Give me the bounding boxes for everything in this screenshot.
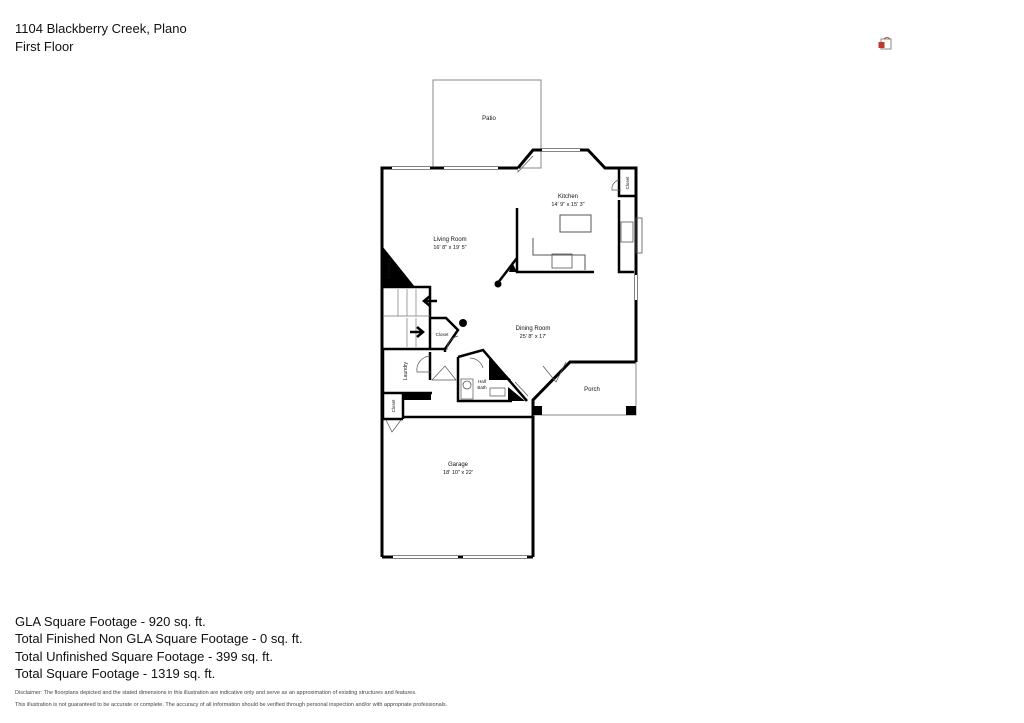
kitchen-island [559,214,592,233]
half-bath-label-2: Bath [477,385,487,390]
laundry-label: Laundry [403,361,409,380]
porch-outline [533,361,637,416]
closet-label: Closet [436,332,450,337]
disclaimer-line-1: Disclaimer: The floorplans depicted and … [15,690,417,696]
patio-label: Patio [482,116,496,122]
unfinished-footage: Total Unfinished Square Footage - 399 sq… [15,649,273,664]
kitchen-label: Kitchen [558,194,578,200]
property-address: 1104 Blackberry Creek, Plano [15,21,187,36]
half-bath-walls [456,348,528,403]
fireplace-label: Fireplace [387,258,393,279]
non-gla-footage: Total Finished Non GLA Square Footage - … [15,631,303,646]
garage-label: Garage [448,462,469,468]
gla-footage: GLA Square Footage - 920 sq. ft. [15,614,206,629]
kitchen-closet-label: Closet [625,176,630,190]
garage-dims: 18' 10" x 22' [443,470,473,476]
floorplan-logo-icon [878,37,892,50]
floor-label: First Floor [15,39,74,54]
living-room-label: Living Room [433,237,466,243]
dining-room-dims: 25' 8" x 17' [520,334,547,340]
exterior-walls [380,148,638,559]
porch-label: Porch [584,387,600,393]
kitchen-walls [515,168,636,274]
patio-outline [432,79,542,169]
stair-walls [383,285,460,352]
fireplace [383,247,415,287]
dining-room-label: Dining Room [516,326,551,332]
garage-closet-label: Closet [391,399,396,413]
half-bath-label: Half [478,379,487,384]
kitchen-dims: 14' 9" x 15' 3" [551,202,584,208]
disclaimer-line-2: This illustration is not guaranteed to b… [15,702,448,708]
windows [392,149,637,558]
total-footage: Total Square Footage - 1319 sq. ft. [15,666,216,681]
living-room-dims: 16' 8" x 19' 5" [433,245,466,251]
